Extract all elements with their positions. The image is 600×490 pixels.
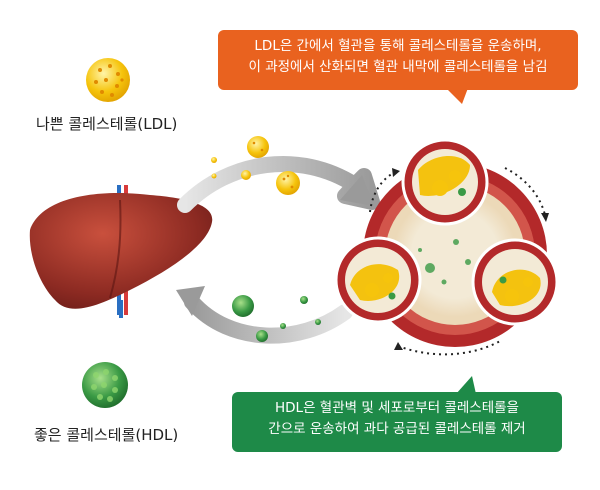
hdl-particle-icon bbox=[82, 362, 128, 408]
ldl-label: 나쁜 콜레스테롤(LDL) bbox=[36, 115, 178, 133]
ldl-particle-icon bbox=[86, 58, 130, 102]
liver-icon bbox=[29, 185, 213, 318]
hdl-callout-line1: HDL은 혈관벽 및 세포로부터 콜레스테롤을 bbox=[275, 400, 519, 416]
hdl-callout: HDL은 혈관벽 및 세포로부터 콜레스테롤을 간으로 운송하여 과다 공급된 … bbox=[232, 392, 562, 452]
flow-arrow-icon bbox=[177, 155, 380, 213]
hdl-label: 좋은 콜레스테롤(HDL) bbox=[34, 426, 179, 444]
artery-cross-section-icon bbox=[334, 138, 559, 326]
ldl-callout-line1: LDL은 간에서 혈관을 통해 콜레스테롤을 운송하며, bbox=[254, 38, 542, 54]
hdl-callout-line2: 간으로 운송하여 과다 공급된 콜레스테롤 제거 bbox=[268, 421, 526, 437]
flow-arrow-icon bbox=[176, 286, 353, 344]
flow-arrow-icon bbox=[369, 167, 546, 356]
ldl-particle-icon bbox=[211, 136, 300, 195]
ldl-callout-line2: 이 과정에서 산화되면 혈관 내막에 콜레스테롤을 남김 bbox=[248, 59, 548, 75]
hdl-particle-icon bbox=[232, 295, 321, 342]
ldl-callout: LDL은 간에서 혈관을 통해 콜레스테롤을 운송하며, 이 과정에서 산화되면… bbox=[218, 30, 578, 90]
